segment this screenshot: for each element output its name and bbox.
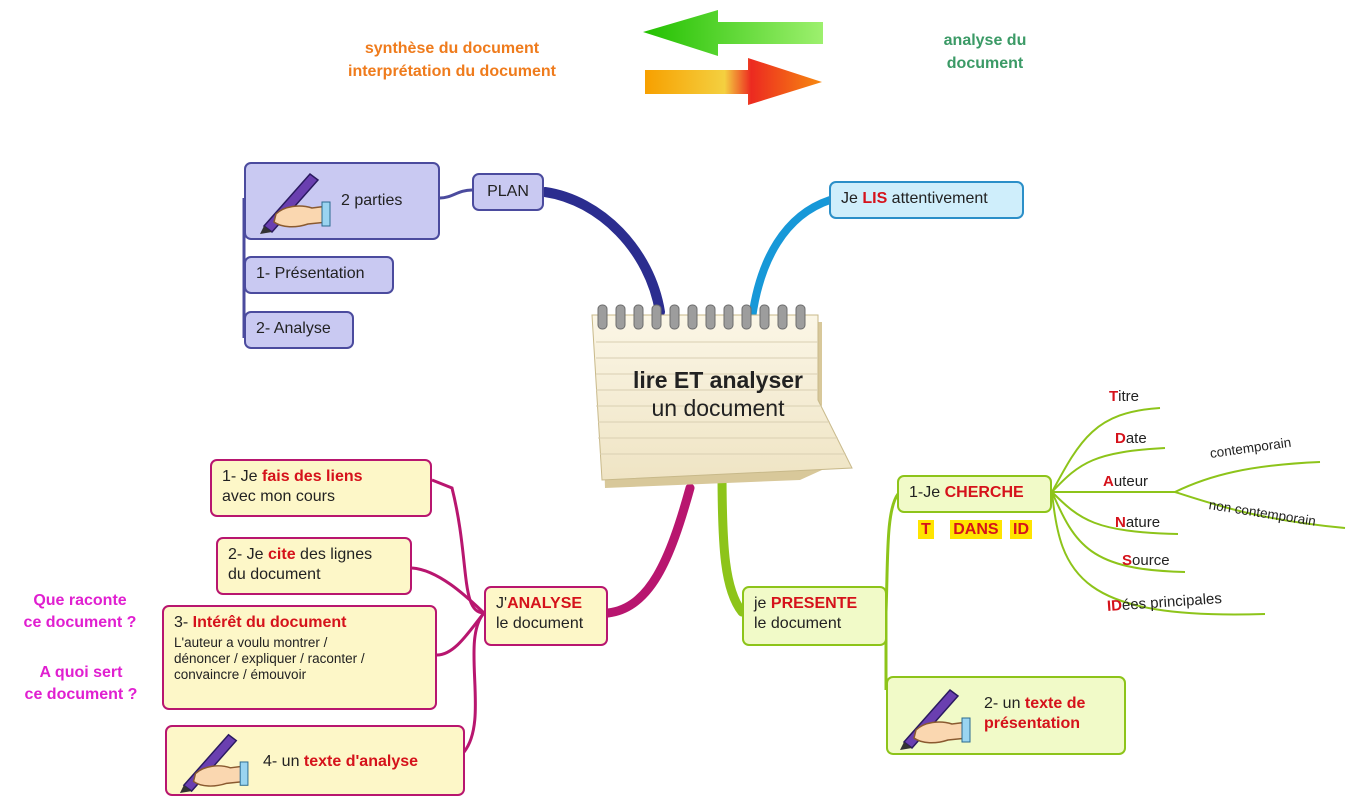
leaf-date: Date (1115, 430, 1147, 447)
texte-analyse-prefix: 4- un (263, 753, 304, 770)
central-topic-line1: lire ET analyser (632, 367, 804, 393)
analysis-text-line2: document (946, 55, 1024, 72)
leaf-nature-rest: ature (1125, 514, 1161, 531)
writing-hand-icon (894, 682, 972, 758)
question-sert-line2: ce document ? (24, 686, 138, 703)
cherche-keyword: CHERCHE (944, 484, 1024, 501)
presente-line2: le document (754, 615, 842, 632)
t-letter: T (918, 520, 934, 539)
lis-prefix: Je (841, 190, 863, 207)
texte-presentation-node[interactable]: 2- un texte de présentation (886, 676, 1126, 755)
plan-item-presentation-label: 1- Présentation (256, 265, 365, 282)
analysis-text-line1: analyse du (943, 32, 1027, 49)
t-dans-id-label: T DANS ID (918, 520, 1033, 539)
cherche-node[interactable]: 1-Je CHERCHE (897, 475, 1052, 513)
presente-prefix: je (754, 595, 771, 612)
leaf-titre-initial: T (1109, 388, 1119, 405)
cite-keyword: cite (268, 546, 296, 563)
leaf-auteur-rest: uteur (1113, 473, 1149, 490)
writing-hand-icon (254, 166, 332, 242)
leaf-source: Source (1122, 552, 1170, 569)
texte-analyse-keyword: texte d'analyse (303, 753, 419, 770)
presente-keyword: PRESENTE (770, 595, 858, 612)
writing-hand-icon (173, 727, 251, 801)
analyse-liens-node[interactable]: 1- Je fais des liens avec mon cours (210, 459, 432, 517)
analyse-cite-node[interactable]: 2- Je cite des lignes du document (216, 537, 412, 595)
liens-prefix: 1- Je (222, 468, 263, 485)
question-raconte: Que raconte ce document ? (10, 590, 150, 634)
presente-node[interactable]: je PRESENTE le document (742, 586, 887, 646)
plan-node[interactable]: PLAN (472, 173, 544, 211)
cite-prefix: 2- Je (228, 546, 269, 563)
leaf-nature-initial: N (1115, 514, 1126, 531)
leaf-source-initial: S (1122, 552, 1133, 569)
texte-presentation-prefix: 2- un (984, 695, 1025, 712)
analyse-interet-node[interactable]: 3- Intérêt du document L'auteur a voulu … (162, 605, 437, 710)
arrow-left-icon (643, 10, 823, 56)
leaf-date-rest: ate (1125, 430, 1147, 447)
interet-keyword: Intérêt du document (192, 614, 347, 631)
leaf-date-initial: D (1115, 430, 1126, 447)
plan-item-analyse-label: 2- Analyse (256, 320, 331, 337)
question-sert: A quoi sert ce document ? (6, 662, 156, 706)
lis-node[interactable]: Je LIS attentivement (829, 181, 1024, 219)
central-topic-line2: un document (651, 395, 785, 421)
question-raconte-line1: Que raconte (33, 592, 127, 609)
interet-line3: convaincre / émouvoir (174, 667, 307, 682)
id-letters: ID (1010, 520, 1033, 539)
interet-line2: dénoncer / expliquer / raconter / (174, 651, 365, 666)
analyse-line2: le document (496, 615, 584, 632)
leaf-idees-initial: ID (1106, 596, 1123, 615)
liens-keyword: fais des liens (262, 468, 363, 485)
interet-prefix: 3- (174, 614, 193, 631)
dans-word: DANS (950, 520, 1002, 539)
plan-parties-node[interactable]: 2 parties (244, 162, 440, 240)
leaf-auteur: Auteur (1103, 473, 1148, 490)
question-raconte-line2: ce document ? (23, 614, 137, 631)
analyse-texte-node[interactable]: 4- un texte d'analyse (165, 725, 465, 796)
analyse-keyword: ANALYSE (507, 595, 583, 612)
analysis-label: analyse du document (905, 29, 1065, 75)
synthesis-label: synthèse du document interprétation du d… (322, 37, 582, 83)
analyse-prefix: J' (496, 595, 508, 612)
interpretation-text: interprétation du document (348, 63, 556, 80)
cite-line2: du document (228, 566, 321, 583)
leaf-nature: Nature (1115, 514, 1160, 531)
interet-line1: L'auteur a voulu montrer / (174, 635, 328, 650)
leaf-auteur-initial: A (1103, 473, 1114, 490)
synthesis-text: synthèse du document (364, 40, 540, 57)
lis-keyword: LIS (862, 190, 888, 207)
texte-presentation-keyword2: présentation (984, 715, 1081, 732)
leaf-titre: Titre (1109, 388, 1139, 405)
arrow-right-icon (645, 58, 822, 105)
liens-line2: avec mon cours (222, 488, 335, 505)
plan-item-presentation[interactable]: 1- Présentation (244, 256, 394, 294)
plan-item-analyse[interactable]: 2- Analyse (244, 311, 354, 349)
plan-parties-label: 2 parties (341, 192, 403, 209)
central-topic: lire ET analyser un document (598, 366, 838, 422)
cherche-prefix: 1-Je (909, 484, 945, 501)
texte-presentation-keyword1: texte de (1024, 695, 1086, 712)
analyse-node[interactable]: J'ANALYSE le document (484, 586, 608, 646)
leaf-titre-rest: itre (1118, 388, 1140, 405)
lis-suffix: attentivement (887, 190, 988, 207)
leaf-source-rest: ource (1132, 552, 1170, 569)
question-sert-line1: A quoi sert (39, 664, 123, 681)
notepad-icon (591, 304, 853, 488)
plan-label: PLAN (487, 183, 529, 200)
cite-suffix: des lignes (295, 546, 373, 563)
